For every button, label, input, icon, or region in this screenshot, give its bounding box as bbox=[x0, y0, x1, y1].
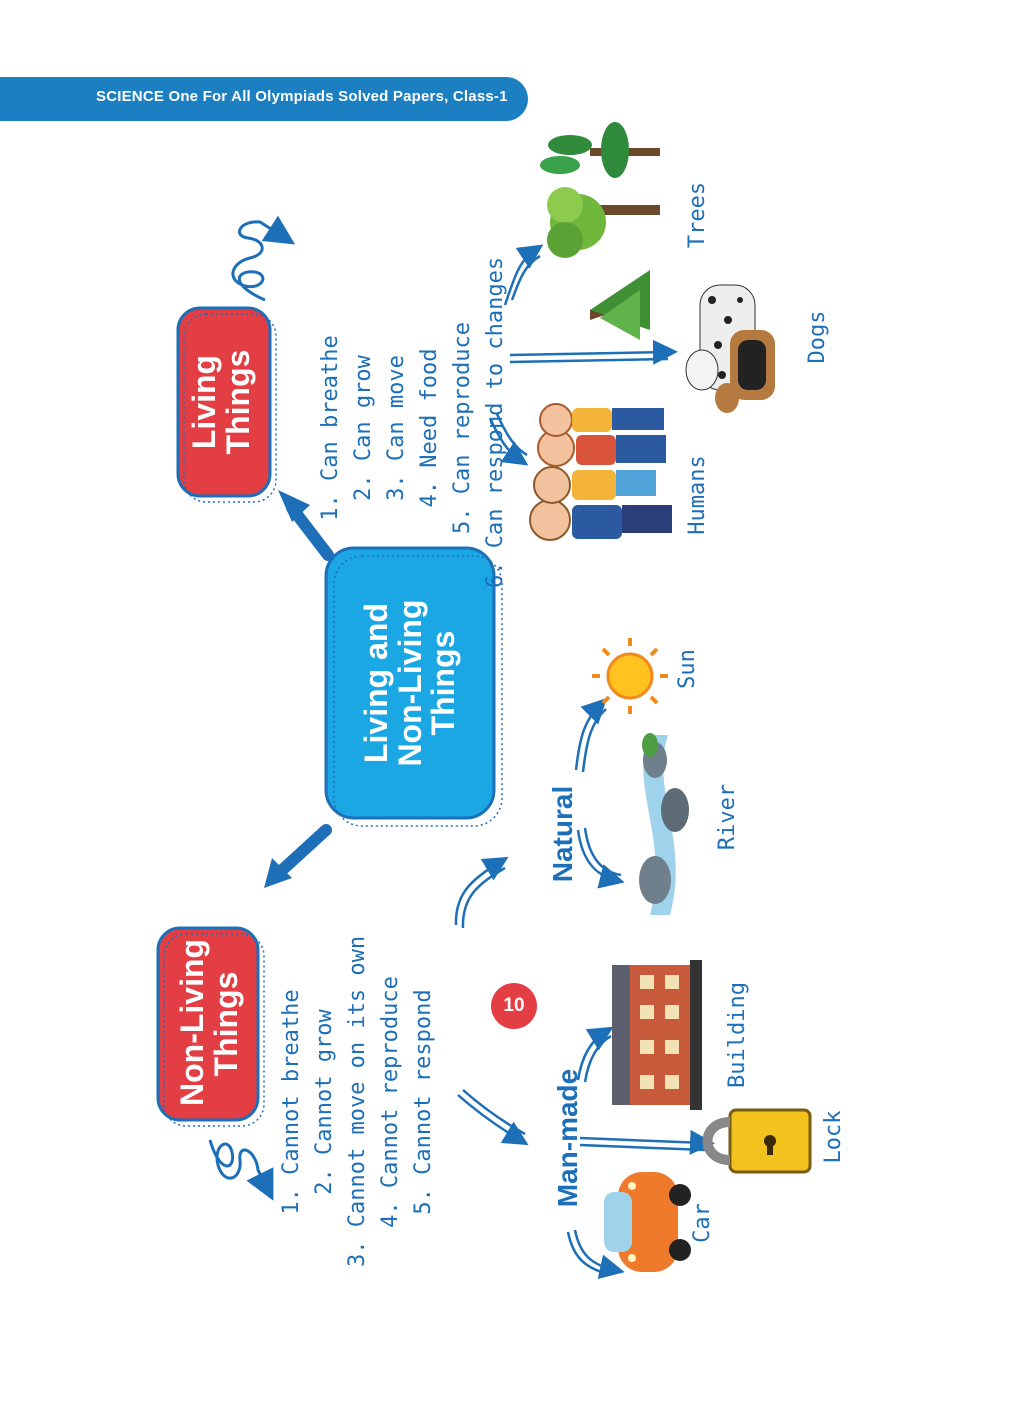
trees-illustration bbox=[540, 122, 660, 340]
building-illustration bbox=[612, 960, 702, 1110]
center-title-line3: Things bbox=[425, 630, 462, 736]
living-traits-list: 1. Can breathe 2. Can grow 3. Can move 4… bbox=[314, 256, 510, 588]
nonliving-title: Non-Living Things bbox=[174, 938, 248, 1106]
nonliving-traits-list: 1. Cannot breathe 2. Cannot grow 3. Cann… bbox=[275, 935, 439, 1267]
nonliving-title-line2: Things bbox=[207, 971, 244, 1077]
squiggle-living bbox=[231, 215, 296, 302]
example-label-sun: Sun bbox=[675, 649, 700, 689]
living-trait: 6. Can respond to changes bbox=[483, 256, 508, 588]
river-illustration bbox=[639, 733, 689, 915]
example-label-lock: Lock bbox=[821, 1110, 846, 1164]
living-trait: 2. Can grow bbox=[351, 355, 376, 501]
nonliving-box bbox=[156, 926, 265, 1127]
nonliving-category-arrows bbox=[454, 856, 529, 1146]
example-label-river: River bbox=[715, 783, 740, 851]
living-box bbox=[176, 306, 277, 503]
sun-illustration bbox=[592, 638, 668, 714]
header-bar bbox=[0, 77, 528, 121]
arrow-to-living bbox=[278, 490, 310, 522]
center-box bbox=[324, 546, 503, 827]
center-title-line2: Non-Living bbox=[391, 599, 428, 767]
nonliving-trait: 4. Cannot reproduce bbox=[378, 976, 403, 1228]
example-label-dogs: Dogs bbox=[805, 310, 830, 364]
squiggle-nonliving bbox=[208, 1139, 274, 1201]
nonliving-trait: 3. Cannot move on its own bbox=[345, 935, 370, 1267]
header-title: SCIENCE One For All Olympiads Solved Pap… bbox=[96, 88, 508, 105]
nonliving-trait: 1. Cannot breathe bbox=[279, 989, 304, 1215]
living-trait: 1. Can breathe bbox=[318, 335, 343, 521]
example-label-car: Car bbox=[690, 1203, 715, 1243]
living-title-line2: Things bbox=[219, 349, 256, 455]
page-number: 10 bbox=[491, 983, 537, 1029]
humans-illustration bbox=[529, 403, 672, 541]
nonliving-trait: 2. Cannot grow bbox=[312, 1009, 337, 1195]
arrow-to-nonliving bbox=[264, 858, 292, 888]
living-title-line1: Living bbox=[186, 354, 222, 450]
lock-illustration bbox=[702, 1108, 812, 1174]
nonliving-title-line1: Non-Living bbox=[174, 938, 210, 1106]
nonliving-trait: 5. Cannot respond bbox=[411, 989, 436, 1215]
dogs-illustration bbox=[685, 284, 775, 413]
manmade-arrows bbox=[566, 1026, 715, 1280]
living-trait: 5. Can reproduce bbox=[450, 322, 475, 534]
main-arrows bbox=[264, 490, 334, 888]
example-label-humans: Humans bbox=[685, 455, 710, 535]
center-title: Living and Non-Living Things bbox=[358, 583, 462, 783]
car-illustration bbox=[604, 1172, 691, 1272]
living-title: Living Things bbox=[186, 327, 260, 477]
living-example-arrows bbox=[488, 244, 678, 466]
manmade-label: Man-made bbox=[552, 1068, 583, 1208]
living-trait: 3. Can move bbox=[384, 355, 409, 501]
center-title-line1: Living and bbox=[358, 603, 394, 763]
example-label-building: Building bbox=[725, 982, 750, 1088]
example-label-trees: Trees bbox=[685, 181, 710, 249]
natural-arrows bbox=[574, 697, 625, 889]
natural-label: Natural bbox=[547, 785, 578, 883]
living-trait: 4. Need food bbox=[417, 348, 442, 508]
